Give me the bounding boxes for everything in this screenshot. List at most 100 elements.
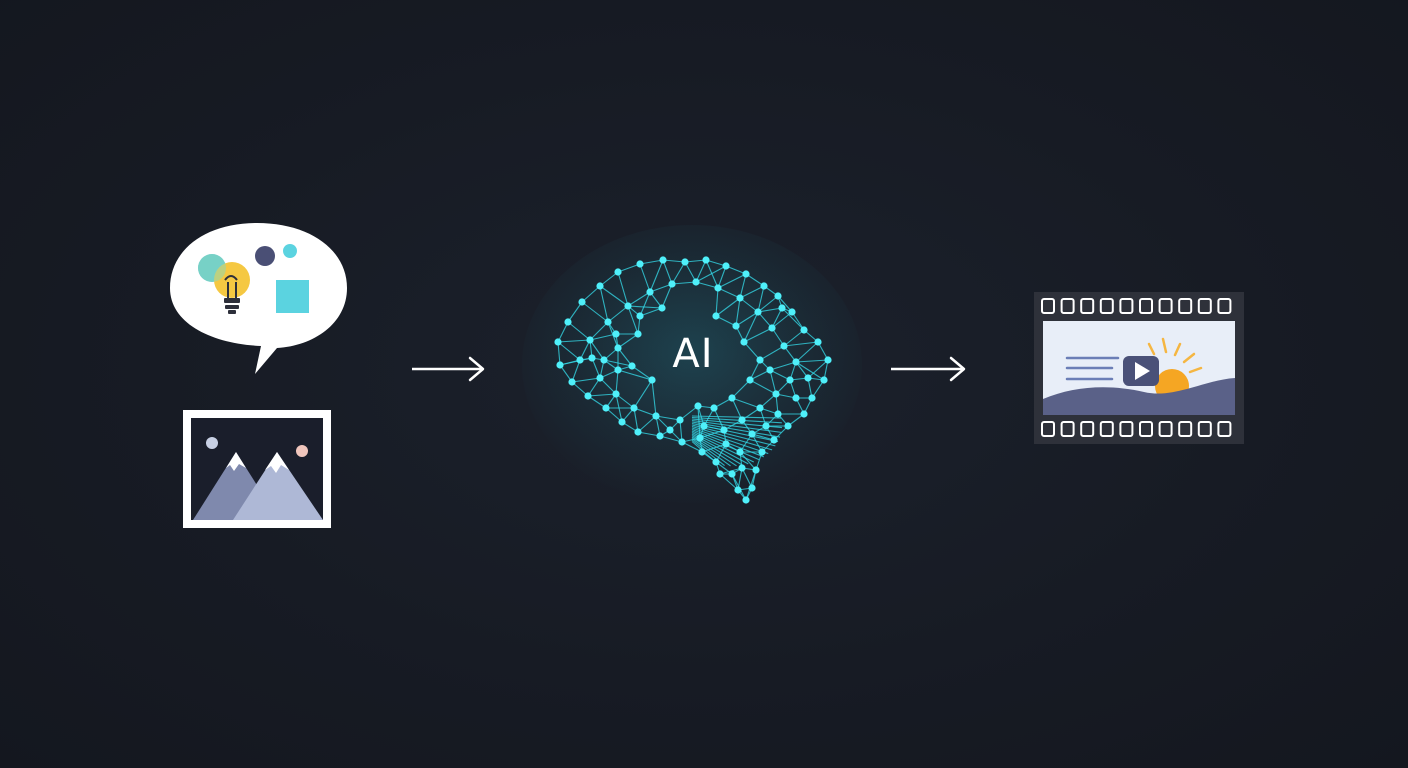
neural-edge	[679, 419, 683, 443]
neural-edge	[757, 295, 779, 313]
neural-edge	[691, 416, 782, 424]
neural-node	[554, 338, 562, 346]
film-sprocket-hole	[1178, 421, 1193, 437]
neural-node	[600, 356, 608, 364]
neural-edge	[671, 261, 686, 285]
neural-edge	[567, 301, 583, 323]
film-sprocket-hole	[1060, 421, 1075, 437]
neural-edge	[571, 377, 601, 383]
neural-node	[772, 390, 780, 398]
text-lines-icon	[1065, 356, 1120, 381]
neural-edge	[587, 393, 617, 397]
neural-edge	[599, 285, 609, 323]
film-sprocket-hole	[1197, 298, 1212, 314]
neural-edge	[811, 379, 825, 399]
neural-node	[734, 486, 742, 494]
neural-node	[736, 448, 744, 456]
neural-node	[760, 282, 768, 290]
neural-edge	[691, 427, 769, 455]
neural-node	[656, 432, 664, 440]
neural-edge	[589, 339, 605, 361]
neural-edge	[695, 265, 727, 283]
neural-node	[800, 410, 808, 418]
neural-edge	[807, 359, 829, 379]
neural-edge	[639, 263, 651, 293]
neural-node	[628, 362, 636, 370]
neural-edge	[599, 271, 619, 287]
neural-node	[748, 484, 756, 492]
film-sprocket-hole	[1158, 298, 1173, 314]
neural-node	[618, 418, 626, 426]
neural-node	[576, 356, 584, 364]
neural-node	[652, 412, 660, 420]
neural-edge	[617, 271, 629, 307]
neural-node	[596, 282, 604, 290]
neural-edge	[715, 315, 737, 327]
neural-edge	[671, 281, 697, 285]
neural-edge	[795, 359, 829, 363]
neural-node	[586, 336, 594, 344]
neural-node	[728, 470, 736, 478]
neural-edge	[662, 259, 673, 285]
neural-node	[774, 410, 782, 418]
neural-node	[722, 440, 730, 448]
neural-edge	[743, 327, 773, 343]
video-filmstrip-icon	[1034, 292, 1244, 444]
neural-edge	[617, 333, 639, 349]
neural-node	[824, 356, 832, 364]
neural-edge	[743, 341, 761, 361]
slate-circle	[255, 246, 275, 266]
neural-edge	[587, 395, 607, 409]
ai-label: AI	[672, 331, 713, 377]
neural-node	[736, 294, 744, 302]
neural-edge	[571, 359, 581, 383]
neural-node	[722, 262, 730, 270]
neural-node	[766, 366, 774, 374]
neural-node	[676, 416, 684, 424]
neural-node	[696, 434, 704, 442]
neural-edge	[691, 415, 782, 419]
neural-node	[780, 342, 788, 350]
neural-brain-icon: AI	[522, 225, 862, 505]
neural-node	[702, 256, 710, 264]
neural-edge	[649, 283, 673, 293]
neural-edge	[731, 397, 761, 409]
neural-edge	[741, 467, 753, 489]
lightbulb-icon	[198, 254, 250, 314]
neural-edge	[791, 311, 805, 331]
neural-node	[646, 288, 654, 296]
neural-edge	[743, 311, 759, 343]
neural-edge	[731, 397, 743, 421]
neural-edge	[639, 307, 663, 317]
neural-node	[634, 428, 642, 436]
neural-node	[614, 366, 622, 374]
neural-edge	[745, 273, 765, 287]
neural-edge	[627, 305, 639, 335]
film-sprocket-hole	[1139, 298, 1153, 314]
neural-edge	[771, 327, 785, 347]
neural-edge	[603, 359, 633, 367]
neural-node	[624, 302, 632, 310]
neural-node	[700, 422, 708, 430]
neural-node	[808, 394, 816, 402]
neural-edge	[769, 369, 777, 395]
neural-edge	[631, 365, 653, 381]
film-sprocket-hole	[1139, 421, 1153, 437]
neural-edge	[717, 287, 741, 299]
neural-node	[636, 312, 644, 320]
film-sprocket-hole	[1178, 298, 1193, 314]
neural-node	[814, 338, 822, 346]
neural-edge	[581, 301, 609, 323]
film-sprocket-hole	[1217, 421, 1232, 437]
speech-bubble-shape	[170, 223, 347, 374]
neural-node	[804, 374, 812, 382]
neural-edge	[615, 369, 619, 395]
neural-edge	[599, 377, 617, 395]
film-sprocket-hole	[1099, 421, 1114, 437]
neural-edge	[615, 393, 635, 409]
neural-edge	[717, 273, 747, 289]
neural-edge	[617, 347, 633, 367]
neural-edge	[567, 321, 591, 341]
neural-edge	[557, 341, 561, 366]
neural-node	[712, 458, 720, 466]
